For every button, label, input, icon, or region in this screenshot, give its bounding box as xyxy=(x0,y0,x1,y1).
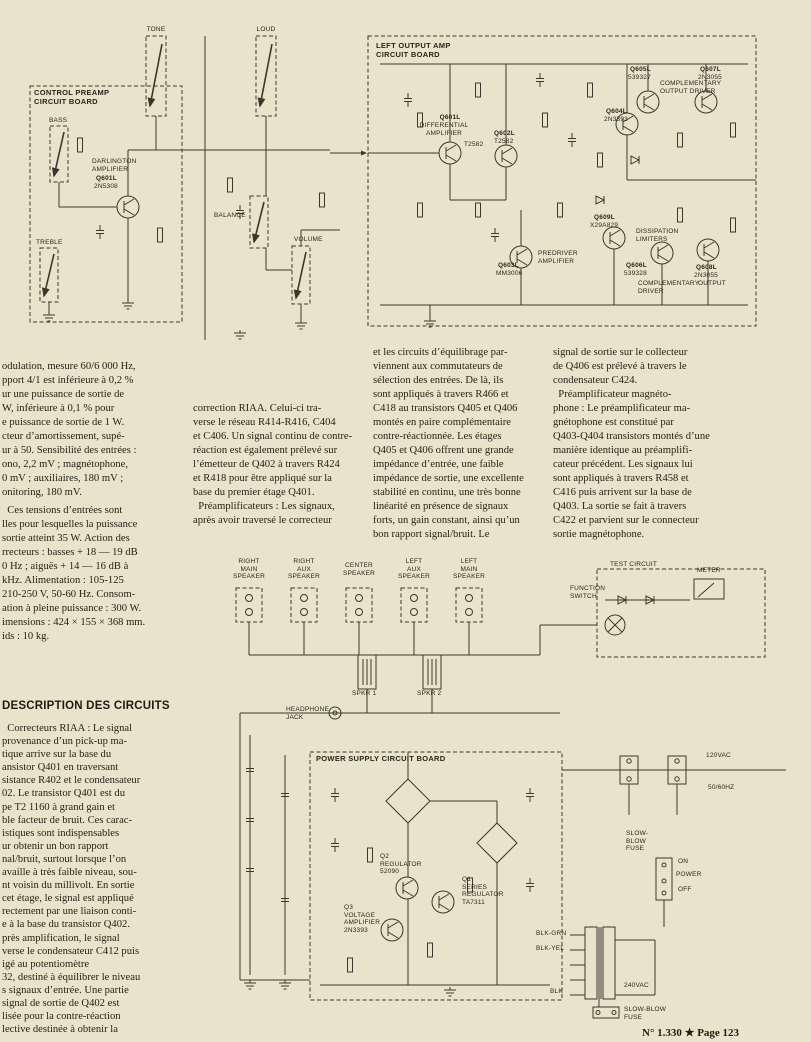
headphone-jack-label: HEADPHONE JACK xyxy=(286,706,329,721)
wire-blk-label: BLK xyxy=(550,988,563,995)
dissipation-limiters-label: DISSIPATION LIMITERS xyxy=(636,228,679,243)
transistor-q607l-part: 2N3055 xyxy=(698,74,722,81)
loud-label: LOUD xyxy=(256,26,276,33)
control-preamp-board-title: CONTROL PREAMP CIRCUIT BOARD xyxy=(34,88,110,106)
transistor-q609l-part: X29A829 xyxy=(590,222,619,229)
article-left-paragraph-1: odulation, mesure 60/6 000 Hz, pport 4/1… xyxy=(2,361,137,498)
transistor-q604l-part: 2N3393 xyxy=(604,116,628,123)
transistor-q605l-ref: Q605L xyxy=(630,66,651,73)
power-label: POWER xyxy=(676,871,702,878)
slow-blow-fuse-bottom-label: SLOW-BLOW FUSE xyxy=(624,1006,667,1021)
transistor-q602l-ref: Q602L xyxy=(494,130,515,137)
left-output-board-title: LEFT OUTPUT AMP CIRCUIT BOARD xyxy=(376,41,451,59)
test-circuit-label: TEST CIRCUIT xyxy=(610,561,658,568)
speaker-terminal-strip xyxy=(235,587,560,714)
right-main-speaker-label: RIGHT MAIN SPEAKER xyxy=(232,558,266,581)
section-heading: DESCRIPTION DES CIRCUITS xyxy=(2,700,170,712)
darlington-amplifier-label: DARLINGTON AMPLIFIER xyxy=(92,158,137,173)
transistor-q601-ref: Q601L xyxy=(96,175,117,182)
article-middle-column-1: correction RIAA. Celui-ci tra- verse le … xyxy=(193,403,353,526)
meter-label: METER xyxy=(697,567,721,574)
article-left-paragraph-3: Correcteurs RIAA : Le signal provenance … xyxy=(2,723,141,1036)
transistor-q607l-ref: Q607L xyxy=(700,66,721,73)
headphone-jack-symbol xyxy=(328,706,380,720)
transistor-q604l-ref: Q604L xyxy=(606,108,627,115)
power-supply-board-title: POWER SUPPLY CIRCUIT BOARD xyxy=(316,754,446,763)
transistor-q608l-ref: Q608L xyxy=(696,264,717,271)
voltage-240vac-label: 240VAC xyxy=(624,982,649,989)
treble-label: TREBLE xyxy=(36,239,63,246)
transistor-q602l-part: T2582 xyxy=(494,138,514,145)
frequency-label: 50/60HZ xyxy=(708,784,735,791)
transistor-q1-label: Q1 SERIES REGULATOR TA7311 xyxy=(462,876,504,906)
article-right-column: signal de sortie sur le collecteur de Q4… xyxy=(553,347,710,540)
left-filter-caps xyxy=(239,713,310,990)
transistor-q3-label: Q3 VOLTAGE AMPLIFIER 2N3393 xyxy=(344,904,381,934)
tone-label: TONE xyxy=(146,26,166,33)
top-schematic-lineart xyxy=(29,35,757,340)
power-supply-board xyxy=(309,751,563,1001)
center-speaker-label: CENTER SPEAKER xyxy=(342,562,376,577)
spkr1-label: SPKR 1 xyxy=(352,690,377,697)
left-main-speaker-label: LEFT MAIN SPEAKER xyxy=(452,558,486,581)
bottom-schematic-lineart xyxy=(235,568,786,1019)
transistor-q605l-part: 539327 xyxy=(628,74,651,81)
transistor-q606l-role: COMPLEMENTARY DRIVER xyxy=(638,280,700,295)
voltage-120vac-label: 120VAC xyxy=(706,752,731,759)
transistor-q601l-role: DIFFERENTIAL AMPLIFIER xyxy=(419,122,469,137)
transistor-q603l-role: PREDRIVER AMPLIFIER xyxy=(538,250,578,265)
function-switch-label: FUNCTION SWITCH xyxy=(570,585,606,600)
volume-label: VOLUME xyxy=(294,236,323,243)
mains-section xyxy=(562,755,786,1019)
right-aux-speaker-label: RIGHT AUX SPEAKER xyxy=(287,558,321,581)
test-circuit-section xyxy=(469,568,766,658)
transistor-q601l-part: T2582 xyxy=(464,141,484,148)
balance-label: BALANCE xyxy=(214,212,246,219)
transistor-q608l-part: 2N3055 xyxy=(694,272,718,279)
page-number-footer: N° 1.330 ★ Page 123 xyxy=(642,1027,740,1039)
power-on-label: ON xyxy=(678,858,689,865)
spkr2-label: SPKR 2 xyxy=(417,690,442,697)
left-output-amp-board xyxy=(367,35,757,328)
control-preamp-board xyxy=(29,35,367,340)
transistor-q601l-ref: Q601L xyxy=(439,114,461,121)
power-off-label: OFF xyxy=(678,886,692,893)
transistor-q608l-role: OUTPUT xyxy=(698,280,726,287)
transistor-q606l-part: 539328 xyxy=(624,270,647,277)
transistor-q601-part: 2N5308 xyxy=(94,183,118,190)
transistor-q605l-role: COMPLEMENTARY OUTPUT DRIVER xyxy=(660,80,722,95)
transistor-q603l-ref: Q603L xyxy=(498,262,519,269)
slow-blow-fuse-top-label: SLOW- BLOW FUSE xyxy=(626,830,649,853)
article-left-paragraph-2: Ces tensions d’entrées sont lles pour le… xyxy=(2,505,146,642)
transistor-q2-label: Q2 REGULATOR 52090 xyxy=(380,853,422,876)
article-middle-column-2: et les circuits d’équilibrage par- vienn… xyxy=(373,347,524,540)
transistor-q603l-part: MM3006 xyxy=(496,270,523,277)
wire-blk-grn-label: BLK-GRN xyxy=(536,930,567,937)
left-aux-speaker-label: LEFT AUX SPEAKER xyxy=(397,558,431,581)
transistor-q609l-ref: Q609L xyxy=(594,214,615,221)
bass-label: BASS xyxy=(49,117,68,124)
transistor-q606l-ref: Q606L xyxy=(626,262,647,269)
wire-blk-yel-label: BLK-YEL xyxy=(536,945,565,952)
